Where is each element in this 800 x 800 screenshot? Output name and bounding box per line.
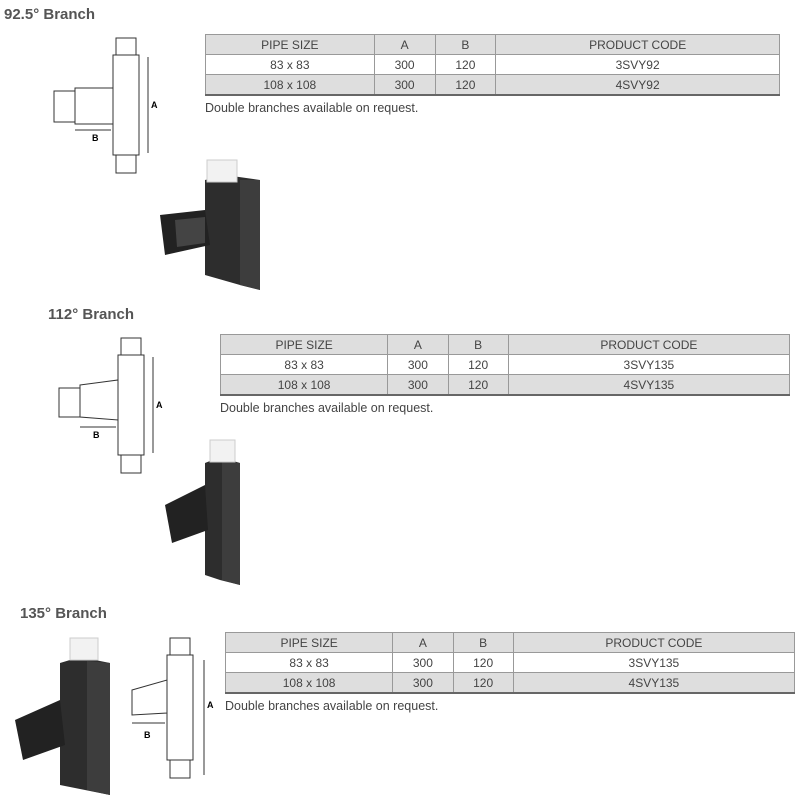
header-a: A [373, 34, 436, 55]
cell: 3SVY135 [507, 354, 791, 375]
cell: 300 [387, 374, 449, 396]
cell: 3SVY135 [512, 652, 796, 673]
branch-diagram: A B [58, 337, 163, 474]
header-product-code: PRODUCT CODE [495, 34, 780, 55]
branch-diagram: A B [53, 37, 158, 174]
section-title: 92.5° Branch [4, 6, 96, 23]
branch-product-photo [165, 439, 240, 585]
cell: 83 x 83 [224, 652, 394, 673]
cell: 120 [434, 54, 497, 75]
header-product-code: PRODUCT CODE [507, 334, 791, 355]
note: Double branches available on request. [205, 101, 419, 115]
section-title: 112° Branch [48, 306, 135, 323]
dim-a-label: A [207, 700, 214, 710]
header-b: B [452, 632, 514, 653]
cell: 120 [452, 672, 514, 694]
cell: 3SVY92 [495, 54, 780, 75]
cell: 120 [434, 74, 497, 96]
dim-a-label: A [151, 100, 158, 110]
header-pipe-size: PIPE SIZE [205, 34, 375, 55]
cell: 120 [452, 652, 514, 673]
cell: 120 [447, 354, 509, 375]
cell: 300 [392, 652, 454, 673]
cell: 300 [373, 54, 436, 75]
dim-b-label: B [144, 730, 151, 740]
note: Double branches available on request. [220, 401, 434, 415]
header-product-code: PRODUCT CODE [512, 632, 796, 653]
header-b: B [434, 34, 497, 55]
cell: 300 [373, 74, 436, 96]
dim-a-label: A [156, 400, 163, 410]
cell: 4SVY135 [507, 374, 791, 396]
cell: 83 x 83 [205, 54, 375, 75]
cell: 108 x 108 [219, 374, 389, 396]
cell: 4SVY92 [495, 74, 780, 96]
branch-product-photo [15, 637, 110, 795]
cell: 4SVY135 [512, 672, 796, 694]
branch-product-photo [160, 159, 260, 290]
dim-b-label: B [93, 430, 100, 440]
header-pipe-size: PIPE SIZE [224, 632, 394, 653]
cell: 108 x 108 [205, 74, 375, 96]
header-a: A [387, 334, 449, 355]
header-a: A [392, 632, 454, 653]
dim-b-label: B [92, 133, 99, 143]
section-title: 135° Branch [20, 605, 107, 622]
cell: 108 x 108 [224, 672, 394, 694]
branch-diagram: A B [131, 637, 214, 779]
cell: 300 [392, 672, 454, 694]
header-b: B [447, 334, 509, 355]
cell: 83 x 83 [219, 354, 389, 375]
note: Double branches available on request. [225, 699, 439, 713]
header-pipe-size: PIPE SIZE [219, 334, 389, 355]
cell: 120 [447, 374, 509, 396]
cell: 300 [387, 354, 449, 375]
